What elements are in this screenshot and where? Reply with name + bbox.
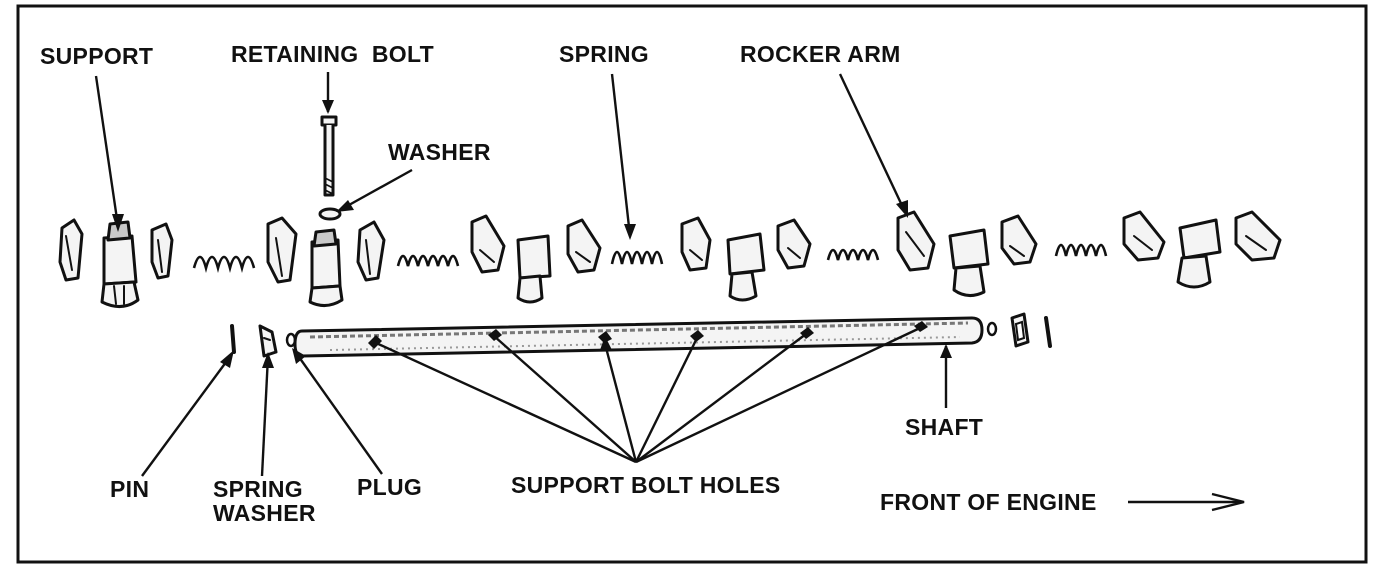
leader-support [94,75,124,232]
diagram-frame [16,4,1368,564]
shaft-end-spring-washer-right [1010,312,1030,348]
leader-retaining-bolt [322,72,334,114]
support-2 [308,228,344,307]
retaining-bolt-part [320,115,338,197]
spring-washer-part [258,324,278,358]
label-shaft: SHAFT [905,414,983,440]
support-bolt-hole-2 [488,329,502,341]
spring-5 [1054,243,1108,257]
leader-washer [336,168,413,212]
leader-plug [292,348,383,475]
rocker-shaft [293,316,984,358]
label-support-bolt-holes: SUPPORT BOLT HOLES [511,472,780,498]
spring-4 [826,248,880,261]
label-support: SUPPORT [40,43,153,69]
support-5 [948,228,990,297]
support-3 [516,234,552,304]
spring-3 [610,250,664,265]
rocker-arm-11 [1122,210,1166,262]
support-1 [100,220,140,308]
plug-part [285,332,297,348]
shaft-end-pin-right [1044,316,1052,348]
leader-shaft [940,344,952,408]
rocker-arm-7 [680,216,712,272]
leader-spring-washer [260,352,274,477]
rocker-arm-4 [356,220,386,282]
support-4 [726,232,766,302]
rocker-arm-6 [566,218,602,274]
leader-support-bolt-holes [373,326,921,464]
support-6 [1176,218,1222,289]
leader-pin [141,350,234,477]
label-rocker-arm: ROCKER ARM [740,41,901,67]
rocker-arm-9 [896,210,936,272]
label-spring-washer-line2: WASHER [213,500,316,526]
leader-spring [610,73,636,240]
rocker-arm-2 [150,222,174,280]
rocker-arm-3 [266,216,298,284]
label-spring: SPRING [559,41,649,67]
label-washer: WASHER [388,139,491,165]
rocker-arm-1 [58,218,84,282]
rocker-arm-8 [776,218,812,270]
washer-part [318,207,342,221]
label-front-of-engine: FRONT OF ENGINE [880,489,1097,515]
spring-1 [192,255,256,273]
label-retaining-bolt: RETAINING BOLT [231,41,434,67]
rocker-arm-5 [470,214,506,274]
spring-2 [396,254,460,267]
leader-rocker-arm [838,73,908,218]
label-plug: PLUG [357,474,422,500]
rocker-arm-10 [1000,214,1038,266]
label-spring-washer-line1: SPRING [213,476,303,502]
rocker-arm-12 [1234,210,1282,262]
shaft-end-plug-right [986,321,998,337]
front-of-engine-arrow [1128,492,1245,512]
label-pin: PIN [110,476,149,502]
pin-part [230,324,236,354]
